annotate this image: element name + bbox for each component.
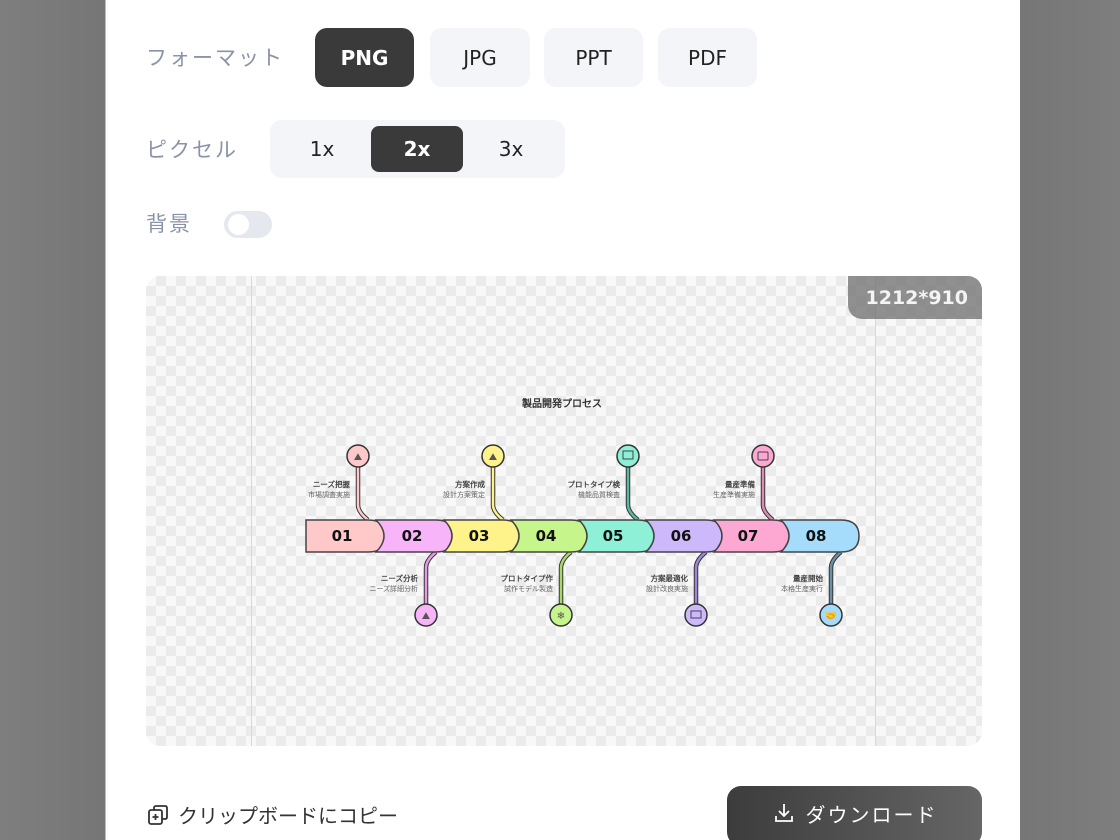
step-04-desc: 試作モデル製造 <box>504 584 553 593</box>
format-option-ppt[interactable]: PPT <box>544 28 643 87</box>
step-02-title: ニーズ分析 <box>381 573 419 583</box>
format-option-png[interactable]: PNG <box>315 28 414 87</box>
step-01-number: 01 <box>332 527 353 545</box>
canvas-guide-left <box>251 276 252 746</box>
pixel-label: ピクセル <box>146 138 238 162</box>
toggle-knob <box>228 214 249 235</box>
mountain-climber-icon: ⛰ <box>422 611 431 622</box>
step-07-number: 07 <box>738 527 759 545</box>
step-07-title: 量産準備 <box>725 479 755 489</box>
step-01-connector: ⛰ <box>346 444 370 522</box>
copy-label: クリップボードにコピー <box>178 804 398 828</box>
step-08-title: 量産開始 <box>793 573 823 583</box>
mountain-climber-icon: ⛰ <box>354 452 363 463</box>
step-07-desc: 生産準備実施 <box>713 490 755 499</box>
step-03-title: 方案作成 <box>455 479 485 489</box>
backdrop-overlay-left <box>0 0 105 840</box>
step-06-title: 方案最適化 <box>651 573 689 583</box>
canvas-guide-right <box>875 276 876 746</box>
step-04-number: 04 <box>536 527 557 545</box>
step-08-number: 08 <box>806 527 827 545</box>
pixel-option-2x[interactable]: 2x <box>371 126 463 172</box>
step-02-connector: ⛰ <box>414 550 438 627</box>
background-label: 背景 <box>146 212 192 236</box>
format-option-jpg[interactable]: JPG <box>430 28 530 87</box>
step-05-desc: 機能品質検査 <box>578 490 620 499</box>
infographic-title: 製品開発プロセス <box>521 397 602 410</box>
dimensions-badge: 1212*910 <box>847 276 982 319</box>
background-toggle[interactable] <box>224 211 272 238</box>
step-08-segment <box>779 519 860 553</box>
step-02-number: 02 <box>402 527 423 545</box>
step-05-title: プロトタイプ検 <box>568 479 621 489</box>
step-03-number: 03 <box>469 527 490 545</box>
step-06-number: 06 <box>671 527 692 545</box>
image-preview: 製品開発プロセス ⛰ ⛰ <box>146 276 982 746</box>
mountain-climber-icon: ⛰ <box>489 452 498 463</box>
copy-to-clipboard-button[interactable]: クリップボードにコピー <box>146 800 398 829</box>
step-08-desc: 本格生産実行 <box>781 584 823 593</box>
handshake-icon: 🤝 <box>825 611 837 622</box>
step-01-title: ニーズ把握 <box>313 479 351 489</box>
step-06-desc: 設計改良実施 <box>646 584 688 593</box>
id-card-icon <box>690 610 702 619</box>
copy-add-icon <box>148 804 168 825</box>
step-04-connector: ❄ <box>549 550 573 627</box>
export-panel: フォーマット PNG JPG PPT PDF ピクセル 1x 2x 3x 背景 … <box>105 0 1020 840</box>
format-option-pdf[interactable]: PDF <box>658 28 757 87</box>
download-button[interactable]: ダウンロード <box>727 786 982 840</box>
presentation-board-icon <box>622 450 634 460</box>
snowflake-icon: ❄ <box>557 611 565 622</box>
step-08-connector: 🤝 <box>819 550 843 627</box>
briefcase-icon <box>757 451 769 461</box>
step-01-desc: 市場調査実施 <box>308 490 350 499</box>
step-05-number: 05 <box>603 527 624 545</box>
step-07-connector <box>751 444 775 522</box>
step-02-desc: ニーズ詳細分析 <box>369 584 418 593</box>
pixel-option-1x[interactable]: 1x <box>309 137 335 161</box>
step-04-title: プロトタイプ作 <box>501 573 554 583</box>
step-06-connector <box>684 550 708 627</box>
step-05-connector <box>616 444 640 522</box>
backdrop-overlay-right <box>1020 0 1120 840</box>
pixel-ratio-selector: 1x 2x 3x <box>270 120 565 178</box>
infographic-image: 製品開発プロセス ⛰ ⛰ <box>305 397 860 627</box>
download-icon <box>774 804 793 822</box>
step-03-desc: 設計方案策定 <box>443 490 485 499</box>
pixel-option-3x[interactable]: 3x <box>498 137 524 161</box>
format-label: フォーマット <box>146 46 284 70</box>
download-label: ダウンロード <box>805 802 938 827</box>
step-03-connector: ⛰ <box>481 444 505 522</box>
